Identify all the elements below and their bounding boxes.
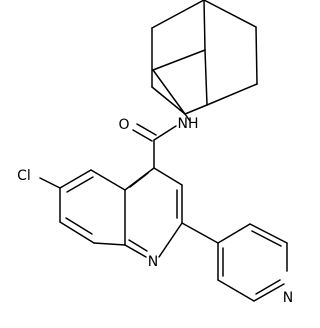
bond [184,113,191,122]
bond [217,223,251,244]
oxygen-label: O [118,117,129,133]
chemical-structure: Cl O NH N N [17,0,293,306]
bond [249,223,288,244]
bond [90,169,126,191]
bond [181,222,219,244]
bond [59,221,95,244]
bond [124,244,147,258]
bond [132,129,153,142]
bond [151,0,205,29]
bond [203,0,206,51]
quinoline-nitrogen-label: N [148,254,158,270]
bond [93,242,126,246]
bond [203,0,257,28]
bond [217,279,255,302]
adamantyl-group [151,0,258,122]
bond [184,104,208,115]
bond [128,239,148,252]
bond [255,26,258,85]
amide-group [132,123,177,169]
bond [255,279,281,295]
bond [129,172,149,188]
bond [158,222,183,258]
pyridine-nitrogen-label: N [283,290,293,306]
bond [251,230,282,247]
bond [206,83,258,106]
bond [136,123,157,136]
bond [153,167,183,186]
quinoline-ring [39,167,183,258]
bond [152,69,186,115]
amine-nh-label: NH [178,116,199,132]
bond [152,49,206,71]
bond [151,86,186,115]
chlorine-label: Cl [17,168,31,184]
bond [66,176,94,193]
bond [65,217,93,235]
bond [204,49,208,106]
bond [253,283,285,302]
bond [153,125,177,141]
pyridine-ring [181,222,288,302]
bond [59,169,92,189]
bond [39,177,61,189]
